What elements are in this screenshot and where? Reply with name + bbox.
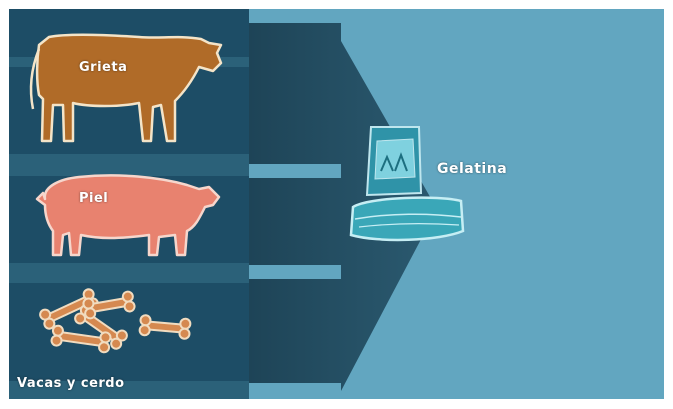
diagram: Grieta Piel Vacas y cerdo Gelatina <box>9 9 664 399</box>
arrow-slot-1 <box>249 164 341 178</box>
cow-icon <box>31 35 221 141</box>
pig-label: Piel <box>79 191 108 206</box>
arrow-slot-2 <box>249 265 341 279</box>
bones-label: Vacas y cerdo <box>17 376 125 391</box>
arrow-slot-3 <box>249 383 341 399</box>
gelatin-sheets <box>351 198 463 240</box>
pig-icon <box>37 175 219 255</box>
gelatin-label: Gelatina <box>437 161 507 177</box>
gelatin-box-window <box>375 139 415 179</box>
bones-icon <box>38 288 190 353</box>
cow-label: Grieta <box>79 60 127 75</box>
